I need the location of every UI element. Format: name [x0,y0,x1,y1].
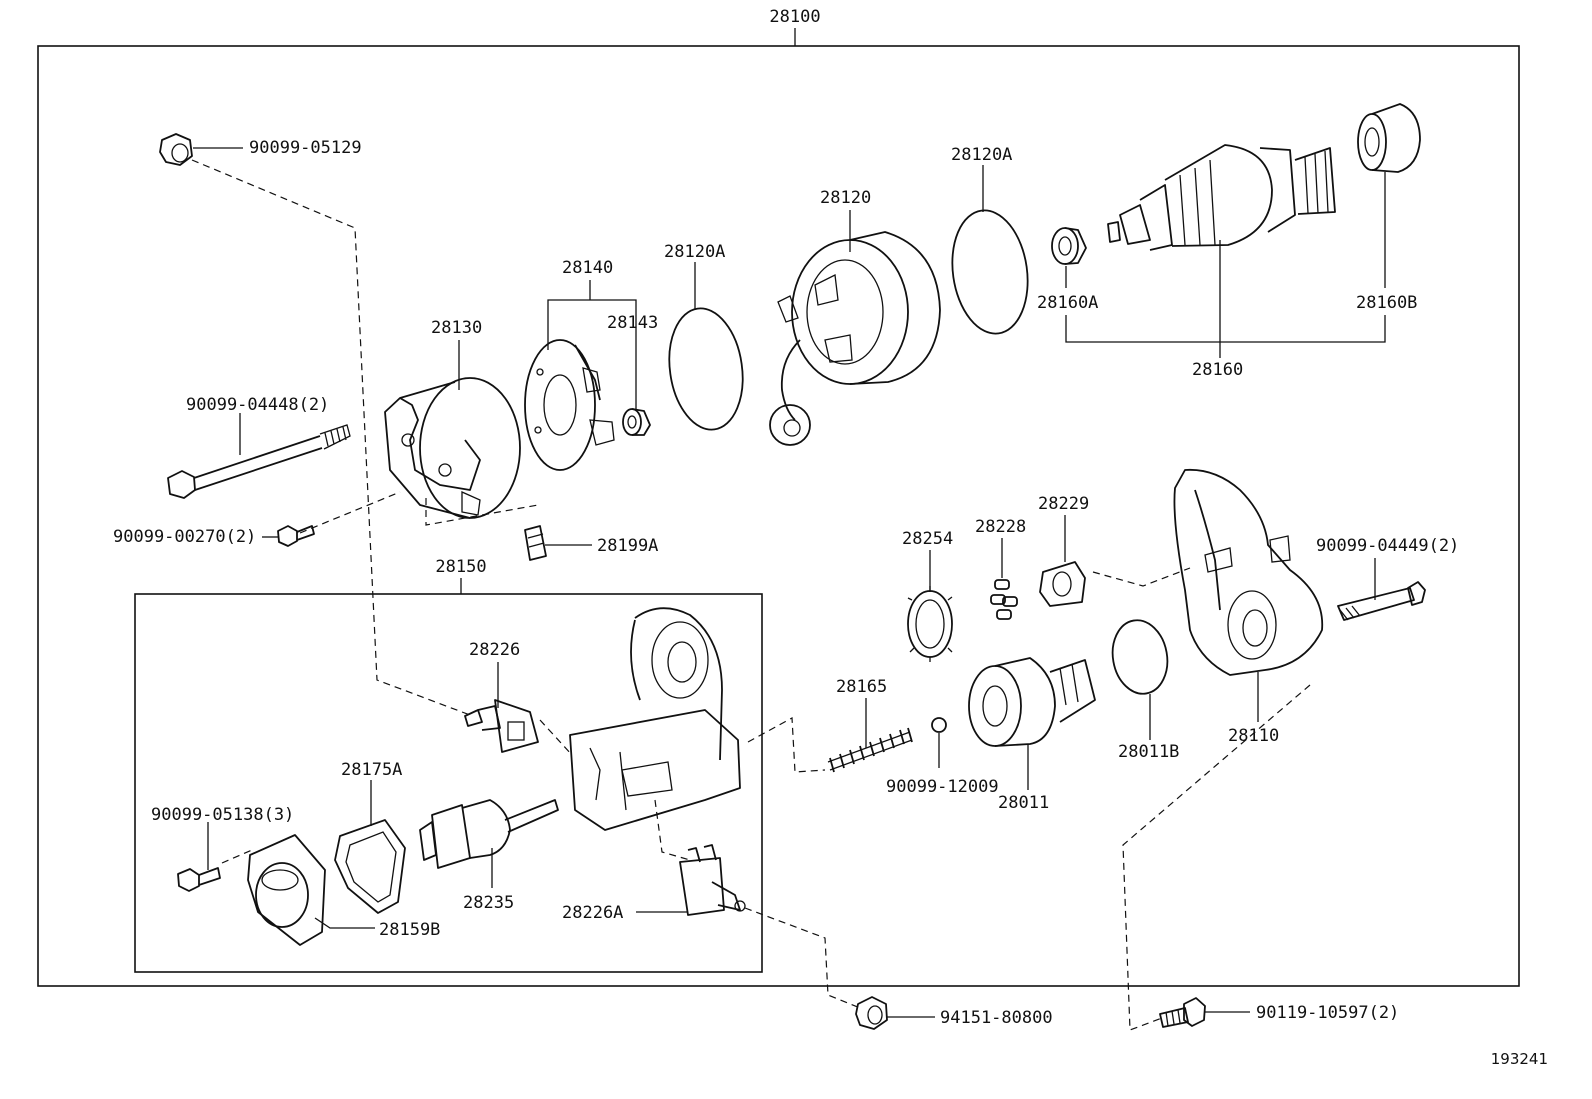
part-label-28011b: 28011B [1118,742,1179,762]
assembly-path [744,907,861,1009]
part-label-28120: 28120 [820,188,871,208]
nut-icon [855,996,888,1030]
part-label-28226: 28226 [469,640,520,660]
assembly-label: 28100 [769,7,820,27]
screw-icon [177,867,221,892]
bearing-icon [622,408,651,436]
part-label-90119-10597: 90119-10597(2) [1256,1003,1399,1023]
part-label-28229: 28229 [1038,494,1089,514]
assembly-frame [37,45,1520,987]
bolt-icon [1337,581,1426,621]
subassembly-label: 28150 [435,557,486,577]
part-label-28160a: 28160A [1037,293,1098,313]
part-label-28235: 28235 [463,893,514,913]
part-label-28160b: 28160B [1356,293,1417,313]
part-label-90099-04449: 90099-04449(2) [1316,536,1459,556]
assembly-path [191,159,471,716]
solenoid-housing-icon [569,607,741,831]
grommet-icon [524,525,547,561]
part-label-90099-12009: 90099-12009 [886,777,999,797]
bearing-icon [1051,227,1087,265]
yoke-icon [769,231,941,446]
terminal-icon [464,699,539,753]
armature-icon [1107,144,1336,251]
brush-holder-icon [524,339,615,471]
part-label-28228: 28228 [975,517,1026,537]
assembly-path [221,849,253,864]
part-label-90099-04448: 90099-04448(2) [186,395,329,415]
part-label-28254: 28254 [902,529,953,549]
bearing-icon [1357,103,1421,173]
part-label-28110: 28110 [1228,726,1279,746]
o-ring-icon [668,307,744,431]
drive-housing-icon [1173,468,1324,676]
part-label-28199a: 28199A [597,536,658,556]
commutator-end-frame-icon [384,377,521,519]
plunger-icon [419,799,559,869]
assembly-path [1122,684,1311,1031]
assembly-path [1092,567,1191,587]
gasket-icon [334,819,406,914]
o-ring-icon [1111,619,1169,695]
part-label-28175a: 28175A [341,760,402,780]
spring-icon [827,727,913,773]
assembly-path [747,717,826,773]
o-ring-icon [951,209,1029,335]
part-label-90099-00270: 90099-00270(2) [113,527,256,547]
part-label-28160: 28160 [1192,360,1243,380]
part-label-90099-05129: 90099-05129 [249,138,362,158]
assembly-path [299,491,401,534]
part-label-28120a-left: 28120A [664,242,725,262]
assembly-path [425,498,539,526]
part-label-28140: 28140 [562,258,613,278]
part-label-28159b: 28159B [379,920,440,940]
part-label-94151-80800: 94151-80800 [940,1008,1053,1028]
assembly-path [539,719,573,756]
retainer-icon [1039,561,1086,607]
gear-icon [907,586,953,662]
roller-icon [990,579,1018,620]
part-label-28130: 28130 [431,318,482,338]
part-label-28120a-right: 28120A [951,145,1012,165]
part-label-28011: 28011 [998,793,1049,813]
bolt-icon [1159,997,1206,1028]
subassembly-frame [134,593,763,973]
figure-id: 193241 [1491,1050,1548,1068]
part-label-28226a: 28226A [562,903,623,923]
cover-icon [247,834,326,946]
part-label-28143: 28143 [607,313,658,333]
terminal-icon [679,844,746,916]
clutch-icon [968,657,1096,747]
nut-icon [159,133,193,166]
part-label-90099-05138: 90099-05138(3) [151,805,294,825]
through-bolt-icon [167,424,351,499]
part-label-28165: 28165 [836,677,887,697]
leader-lines [193,147,1386,1018]
screw-icon [277,525,315,547]
ball-icon [931,717,947,733]
assembly-path [654,799,691,861]
